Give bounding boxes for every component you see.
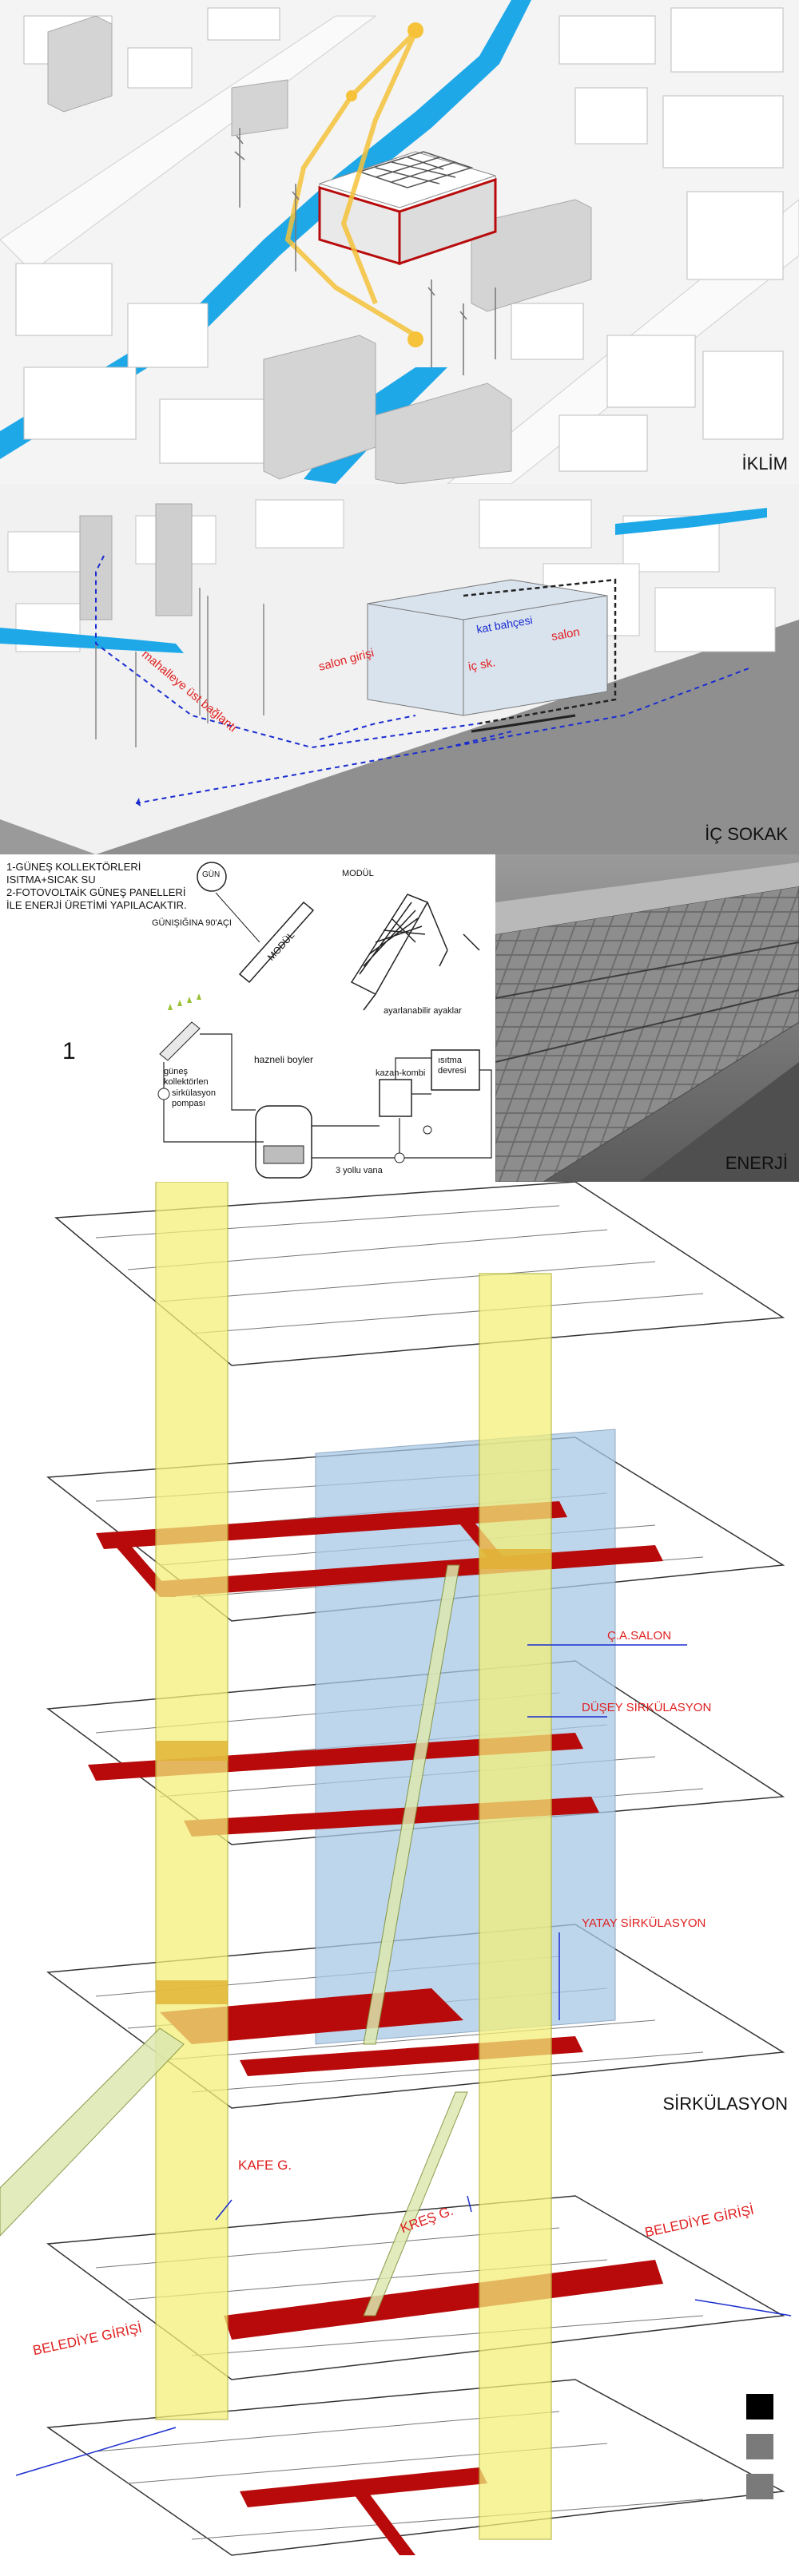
climate-illustration — [0, 0, 799, 484]
ramps — [0, 1564, 468, 2316]
kombi-label: kazan-kombi — [376, 1068, 426, 1078]
pump-icon — [157, 1088, 170, 1100]
street-illustration — [0, 484, 799, 854]
solar-system-diagram — [157, 862, 492, 1179]
central-building — [318, 151, 497, 266]
valve-icon — [394, 1152, 405, 1163]
boiler-tank — [255, 1105, 312, 1179]
number-1: 1 — [62, 1038, 76, 1064]
circulation-title: SİRKÜLASYON — [662, 2094, 789, 2114]
energy-caption: ENERJİ — [725, 1153, 788, 1173]
legend-square-2 — [746, 2434, 773, 2459]
road-wedge — [96, 620, 799, 854]
street-building — [367, 578, 617, 733]
energy-note-2: ISITMA+SICAK SU — [6, 874, 96, 886]
collector-label: güneş kollektörlen — [164, 1067, 209, 1088]
angle-label: GÜNIŞIĞINA 90'AÇI — [152, 918, 232, 928]
pump-label: sirkülasyon pompası — [172, 1088, 216, 1109]
label-ca-salon: Ç.A.SALON — [607, 1629, 672, 1643]
circulation-axonometric — [0, 1182, 792, 2556]
label-yatay: YATAY SİRKÜLASYON — [582, 1916, 706, 1930]
label-kafe: KAFE G. — [238, 2158, 292, 2173]
pump-label-1: sirkülasyon — [172, 1088, 217, 1098]
legend-square-3 — [746, 2474, 773, 2499]
ladder-module — [350, 894, 480, 1011]
heating-circuit — [431, 1049, 480, 1091]
energy-note-1: 1-GÜNEŞ KOLLEKTÖRLERİ — [6, 861, 141, 873]
sun-label: GÜN — [202, 870, 221, 879]
kombi-box — [379, 1079, 412, 1117]
heating-label: ısıtma devresi — [438, 1056, 466, 1076]
heating-label-1: ısıtma — [438, 1056, 462, 1065]
legend-square-1 — [746, 2394, 773, 2419]
street-caption: İÇ SOKAK — [705, 824, 788, 844]
valve-label: 3 yollu vana — [336, 1166, 383, 1175]
collector-label-1: güneş — [164, 1067, 188, 1076]
heating-label-2: devresi — [438, 1066, 467, 1076]
boiler-label: hazneli boyler — [254, 1054, 314, 1065]
street-panel: mahalleye üst bağlantı salon girişi iç s… — [0, 484, 799, 854]
climate-panel: İKLİM — [0, 0, 799, 484]
climate-caption: İKLİM — [741, 454, 788, 474]
river-segment — [0, 628, 184, 653]
energy-note-4: İLE ENERJİ ÜRETİMİ YAPILACAKTIR. — [6, 899, 187, 911]
energy-panel: 1-GÜNEŞ KOLLEKTÖRLERİ ISITMA+SICAK SU 2-… — [0, 854, 799, 1182]
legend — [746, 2394, 773, 2499]
annotation-lines — [15, 1644, 792, 2476]
vertical-circulation — [155, 1182, 552, 2540]
collector-panel — [238, 901, 315, 984]
pump-label-2: pompası — [172, 1099, 206, 1108]
sun-circle — [197, 862, 227, 892]
module-label-2: MODÜL — [342, 869, 374, 878]
circulation-panel: SİRKÜLASYON Ç.A.SALON DÜŞEY SİRKÜLASYON … — [0, 1182, 799, 2576]
pv-panels-photo — [495, 854, 799, 1182]
sun-icon — [407, 22, 423, 38]
solar-collector — [159, 1021, 201, 1061]
energy-notes: 1-GÜNEŞ KOLLEKTÖRLERİ ISITMA+SICAK SU 2-… — [6, 861, 187, 912]
label-dusey: DÜŞEY SİRKÜLASYON — [582, 1701, 712, 1714]
circulation-routes — [95, 555, 752, 804]
adjustable-legs-label: ayarlanabilir ayaklar — [384, 1006, 462, 1016]
collector-label-2: kollektörlen — [164, 1077, 209, 1087]
energy-note-3: 2-FOTOVOLTAİK GÜNEŞ PANELLERİ — [6, 886, 186, 898]
